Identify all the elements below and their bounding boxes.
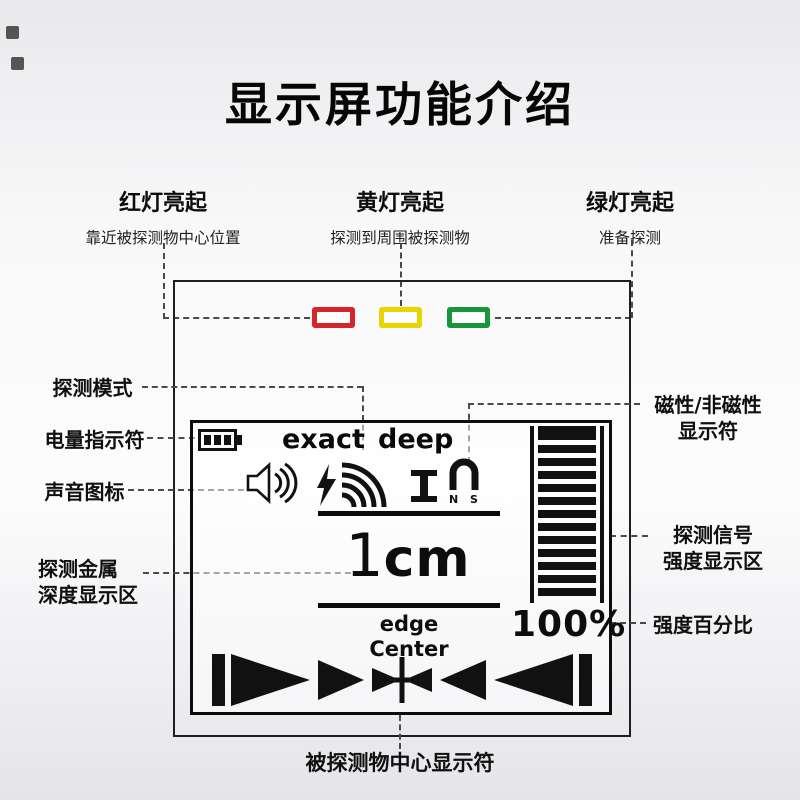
led-header-red: 红灯亮起 靠近被探测物中心位置: [45, 185, 281, 248]
callout-magnet: 磁性/非磁性 显示符: [643, 392, 773, 444]
mode-deep-label: deep: [378, 424, 454, 455]
callout-battery: 电量指示符: [44, 428, 145, 452]
edge-label: edge: [379, 612, 439, 636]
battery-icon: [198, 429, 242, 451]
connector-line: [399, 715, 401, 749]
red-led-desc: 靠近被探测物中心位置: [85, 229, 241, 247]
page-title: 显示屏功能介绍: [225, 78, 575, 133]
depth-underline: [318, 603, 500, 608]
callout-depth: 探测金属 深度显示区: [38, 556, 148, 608]
mode-exact-label: exact: [282, 424, 365, 455]
watermark-glyph: [6, 26, 19, 39]
green-led-indicator: [447, 307, 490, 328]
connector-line: [631, 240, 633, 318]
connector-line: [468, 403, 640, 405]
green-led-desc: 准备探测: [598, 229, 661, 247]
center-label: Center: [369, 637, 449, 661]
coil-wave-icon: [341, 462, 387, 507]
edge-center-labels: edge Center: [318, 612, 500, 662]
callout-depth-line2: 深度显示区: [38, 583, 138, 607]
callout-signal: 探测信号 强度显示区: [652, 522, 774, 574]
connector-line: [400, 243, 402, 306]
red-led-indicator: [312, 307, 355, 328]
depth-readout: 1 cm: [313, 521, 503, 591]
lcd-screen: exact deep N S: [190, 420, 627, 715]
connector-line: [142, 386, 363, 388]
callout-center: 被探测物中心显示符: [305, 751, 495, 775]
connector-line: [362, 386, 364, 450]
connector-line: [495, 317, 631, 319]
connector-line: [128, 489, 244, 491]
green-led-label: 绿灯亮起: [585, 191, 674, 216]
depth-value: 1: [345, 521, 384, 591]
yellow-led-desc: 探测到周围被探测物: [330, 229, 470, 247]
red-led-label: 红灯亮起: [118, 191, 207, 216]
depth-unit: cm: [383, 529, 471, 589]
center-scale: [212, 654, 592, 706]
callout-magnet-line2: 显示符: [678, 419, 738, 443]
icon-row-underline: [318, 511, 500, 516]
device-face-panel: [173, 280, 631, 737]
callout-detect-mode: 探测模式: [52, 376, 133, 400]
callout-depth-line1: 探测金属: [38, 557, 118, 581]
callout-sound: 声音图标: [44, 480, 125, 504]
lightning-icon: [317, 464, 336, 506]
metal-icon: [411, 470, 437, 502]
magnet-n-label: N: [449, 493, 458, 506]
led-header-yellow: 黄灯亮起 探测到周围被探测物: [292, 185, 508, 248]
speaker-icon: [246, 462, 298, 504]
signal-strength-bars: [530, 426, 604, 603]
callout-signal-line1: 探测信号: [673, 523, 753, 547]
yellow-led-indicator: [379, 307, 422, 328]
connector-line: [610, 622, 646, 624]
callout-percent: 强度百分比: [653, 613, 753, 637]
watermark-glyph: [11, 57, 24, 70]
callout-signal-line2: 强度显示区: [663, 549, 763, 573]
connector-line: [163, 317, 310, 319]
magnet-icon: N S: [449, 458, 479, 506]
connector-line: [163, 243, 165, 319]
strength-percent-value: 100%: [511, 604, 627, 645]
magnet-s-label: S: [470, 493, 478, 506]
callout-magnet-line1: 磁性/非磁性: [654, 393, 762, 417]
led-header-green: 绿灯亮起 准备探测: [540, 185, 720, 248]
connector-line: [610, 535, 648, 537]
yellow-led-label: 黄灯亮起: [355, 191, 444, 216]
connector-line: [147, 437, 195, 439]
